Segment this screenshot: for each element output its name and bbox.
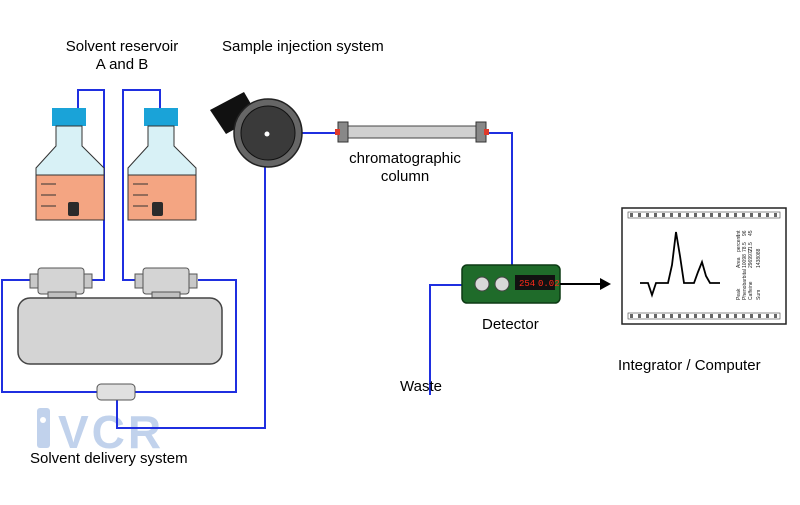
printout-cell: 10098 xyxy=(742,254,748,268)
printout-total: 1438088 xyxy=(756,248,762,268)
column-label-line1: chromatographic xyxy=(349,150,461,167)
detector-label: Detector xyxy=(482,316,539,333)
pump-unit xyxy=(17,267,223,401)
printout-table: Peak Phenobarbital Caffeine Sum Area per… xyxy=(736,230,762,300)
integrator-printout: Peak Phenobarbital Caffeine Sum Area per… xyxy=(621,207,787,325)
detector-wavelength: 254 xyxy=(519,279,535,289)
svg-text:VCR: VCR xyxy=(58,406,164,458)
printout-total-label: Sum xyxy=(756,290,762,300)
printout-header-int: Int xyxy=(736,230,742,236)
printout-header-percent: percent xyxy=(736,235,742,252)
waste-label: Waste xyxy=(400,378,442,395)
printout-cell: 21.5 xyxy=(748,242,754,252)
reservoir-label-line2: A and B xyxy=(95,56,149,73)
detector-absorbance: 0.02 xyxy=(538,279,560,289)
delivery-label: Solvent delivery system xyxy=(30,450,188,467)
printout-cell: 2969977 xyxy=(748,248,754,268)
detector-unit: 254 0.02 xyxy=(461,264,561,304)
printout-cell: 45 xyxy=(748,230,754,236)
injection-label: Sample injection system xyxy=(222,38,384,55)
integrator-label: Integrator / Computer xyxy=(618,357,761,374)
chromatographic-column xyxy=(335,121,489,143)
printout-peak-heading: Peak xyxy=(736,288,742,300)
tubing-lines xyxy=(1,89,513,429)
printout-peak-2: Caffeine xyxy=(748,281,754,300)
solvent-bottle-b xyxy=(127,108,197,221)
printout-cell: 78.5 xyxy=(742,242,748,252)
solvent-bottle-a xyxy=(35,108,105,221)
vcr-watermark-logo: VCR xyxy=(37,406,164,458)
printout-header-area: Area xyxy=(736,257,742,268)
printout-cell: 96 xyxy=(742,230,748,236)
signal-arrow xyxy=(560,278,611,290)
column-label-line2: column xyxy=(380,168,430,185)
reservoir-label-line1: Solvent reservoir xyxy=(65,38,179,55)
sample-injector xyxy=(210,92,303,168)
reservoir-label: Solvent reservoir A and B xyxy=(42,38,202,74)
printout-peak-1: Phenobarbital xyxy=(742,269,748,300)
column-label: chromatographic column xyxy=(335,150,475,186)
